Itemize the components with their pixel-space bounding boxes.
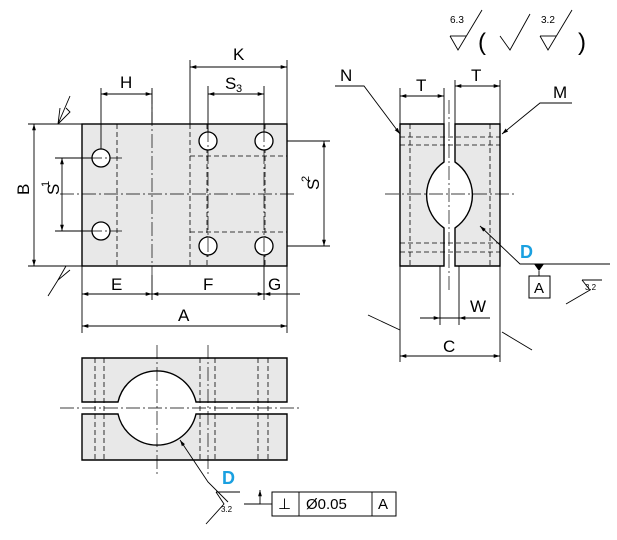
side-view-right-half bbox=[454, 123, 501, 267]
surface-finish-header: 6.3 ( 3.2 ) bbox=[449, 9, 586, 56]
dim-label-F: F bbox=[203, 275, 213, 294]
datum-label-D-side: D bbox=[520, 242, 533, 262]
finish-bottom-value: 3.2 bbox=[221, 505, 233, 514]
datum-ref-box bbox=[528, 275, 551, 299]
dim-label-E: E bbox=[111, 275, 122, 294]
dim-label-S2: S bbox=[304, 179, 323, 190]
front-view: D 3.2 ⊥ Ø0.05 A bbox=[60, 345, 397, 525]
dim-label-S1: S bbox=[44, 184, 63, 195]
dim-label-G: G bbox=[268, 275, 281, 294]
dim-label-H: H bbox=[120, 73, 132, 92]
front-view-upper-half bbox=[81, 357, 288, 403]
paren-open: ( bbox=[478, 29, 486, 56]
side-view: T T N M W C D A 3.2 bbox=[335, 66, 610, 362]
dim-label-S3: S bbox=[225, 74, 236, 93]
finish-rough-value: 6.3 bbox=[450, 15, 464, 26]
dim-label-N: N bbox=[340, 66, 352, 85]
dim-label-T-left: T bbox=[416, 76, 426, 95]
paren-close: ) bbox=[578, 29, 586, 56]
dim-label-S2-sub: 2 bbox=[300, 176, 312, 182]
datum-ref-A: A bbox=[534, 280, 544, 297]
tolerance-frame bbox=[271, 491, 397, 517]
tolerance-datum: A bbox=[378, 496, 388, 513]
datum-triangle bbox=[534, 264, 544, 271]
tolerance-value: Ø0.05 bbox=[306, 496, 347, 513]
datum-label-D-bottom: D bbox=[222, 468, 235, 488]
dim-label-A: A bbox=[178, 306, 190, 325]
plan-view-body bbox=[81, 123, 288, 267]
dim-label-S1-sub: 1 bbox=[40, 181, 52, 187]
dim-label-M: M bbox=[553, 83, 567, 102]
finish-side-value: 3.2 bbox=[585, 283, 597, 292]
dim-label-C: C bbox=[443, 337, 455, 356]
dim-label-B: B bbox=[14, 184, 33, 195]
dim-label-W: W bbox=[470, 297, 486, 316]
tolerance-symbol: ⊥ bbox=[278, 496, 291, 513]
side-view-left-half bbox=[399, 123, 445, 267]
front-view-lower-half bbox=[81, 413, 288, 461]
plan-view: H K S 3 B S 1 S 2 bbox=[14, 45, 330, 333]
dim-label-S3-sub: 3 bbox=[236, 83, 242, 95]
dim-label-K: K bbox=[233, 45, 245, 64]
finish-fine-value: 3.2 bbox=[541, 15, 555, 26]
dim-label-T-right: T bbox=[471, 66, 481, 85]
